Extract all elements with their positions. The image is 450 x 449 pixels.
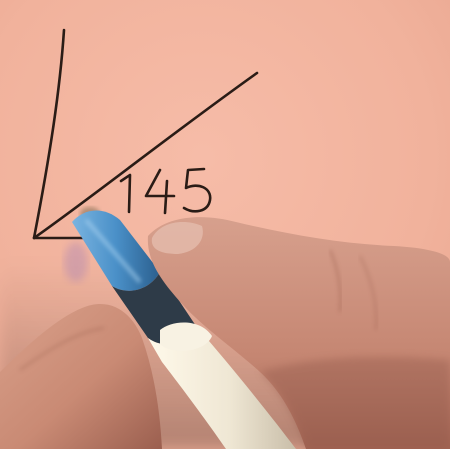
marker-cap-end	[160, 322, 212, 351]
marker-body	[148, 326, 296, 449]
fingernail	[151, 222, 203, 254]
handwritten-digit-5	[182, 167, 212, 213]
ink-smudge	[64, 242, 88, 282]
handwritten-digit-4	[144, 168, 176, 215]
knuckle-crease-2	[359, 255, 378, 331]
thumb	[0, 303, 162, 449]
hand-with-marker	[0, 207, 450, 449]
angle-diagonal-ray	[32, 71, 259, 240]
marker-grip-highlight	[84, 218, 142, 284]
handwritten-digit-1	[119, 173, 132, 214]
palm-shadow	[260, 356, 450, 449]
angle-vertical-ray	[32, 28, 66, 240]
thumb-crease	[19, 327, 105, 371]
angle-label-handwriting	[119, 167, 212, 215]
knuckle-crease-1	[329, 249, 342, 313]
